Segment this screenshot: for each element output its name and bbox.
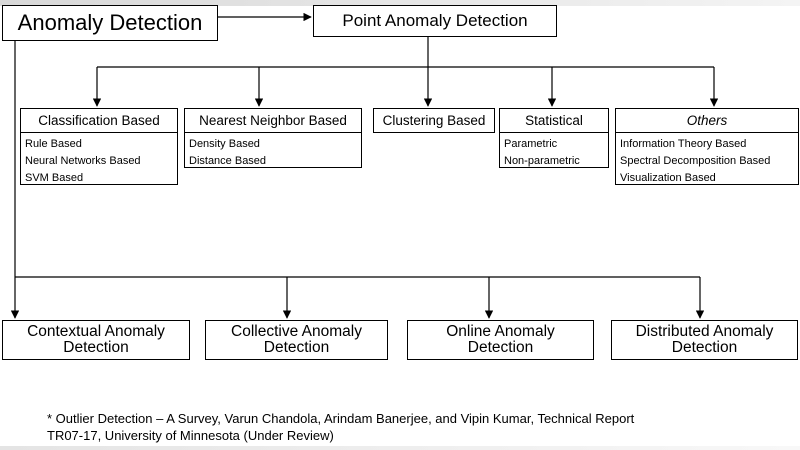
category-others: Others Information Theory Based Spectral… [615, 108, 799, 185]
distributed-anomaly-label: Distributed Anomaly Detection [635, 322, 774, 356]
top-decorative-bar [0, 0, 800, 6]
contextual-anomaly-label: Contextual Anomaly Detection [27, 322, 165, 356]
online-anomaly-label: Online Anomaly Detection [446, 322, 555, 356]
category-heading: Classification Based [21, 109, 177, 133]
category-nearest-neighbor: Nearest Neighbor Based Density Based Dis… [184, 108, 362, 168]
category-heading: Statistical [500, 109, 608, 133]
category-items: Density Based Distance Based [185, 133, 361, 170]
citation-line-2: TR07-17, University of Minnesota (Under … [47, 428, 334, 443]
root-node: Anomaly Detection [2, 5, 218, 41]
collective-anomaly-node: Collective Anomaly Detection [205, 320, 388, 360]
category-item: Density Based [189, 138, 260, 150]
category-item: SVM Based [25, 172, 84, 184]
point-anomaly-label: Point Anomaly Detection [342, 11, 528, 31]
distributed-anomaly-node: Distributed Anomaly Detection [611, 320, 798, 360]
online-anomaly-node: Online Anomaly Detection [407, 320, 594, 360]
category-classification: Classification Based Rule Based Neural N… [20, 108, 178, 185]
category-items: Rule Based Neural Networks Based SVM Bas… [21, 133, 177, 187]
category-heading: Clustering Based [382, 113, 486, 128]
category-item: Non-parametric [504, 155, 580, 167]
category-heading: Nearest Neighbor Based [185, 109, 361, 133]
category-item: Visualization Based [620, 172, 716, 184]
category-item: Distance Based [189, 155, 267, 167]
root-node-label: Anomaly Detection [17, 10, 203, 36]
category-item: Neural Networks Based [25, 155, 141, 167]
point-anomaly-node: Point Anomaly Detection [313, 5, 557, 37]
citation-footnote: * Outlier Detection – A Survey, Varun Ch… [47, 410, 747, 444]
contextual-anomaly-node: Contextual Anomaly Detection [2, 320, 190, 360]
collective-anomaly-label: Collective Anomaly Detection [231, 322, 362, 356]
category-item: Information Theory Based [620, 138, 747, 150]
category-item: Spectral Decomposition Based [620, 155, 771, 167]
citation-line-1: * Outlier Detection – A Survey, Varun Ch… [47, 411, 635, 426]
category-item: Rule Based [25, 138, 82, 150]
category-item: Parametric [504, 138, 558, 150]
category-statistical: Statistical Parametric Non-parametric [499, 108, 609, 168]
category-clustering: Clustering Based [373, 108, 495, 133]
category-heading: Others [616, 109, 798, 133]
category-items: Parametric Non-parametric [500, 133, 608, 170]
bottom-decorative-bar [0, 446, 800, 450]
category-items: Information Theory Based Spectral Decomp… [616, 133, 798, 187]
